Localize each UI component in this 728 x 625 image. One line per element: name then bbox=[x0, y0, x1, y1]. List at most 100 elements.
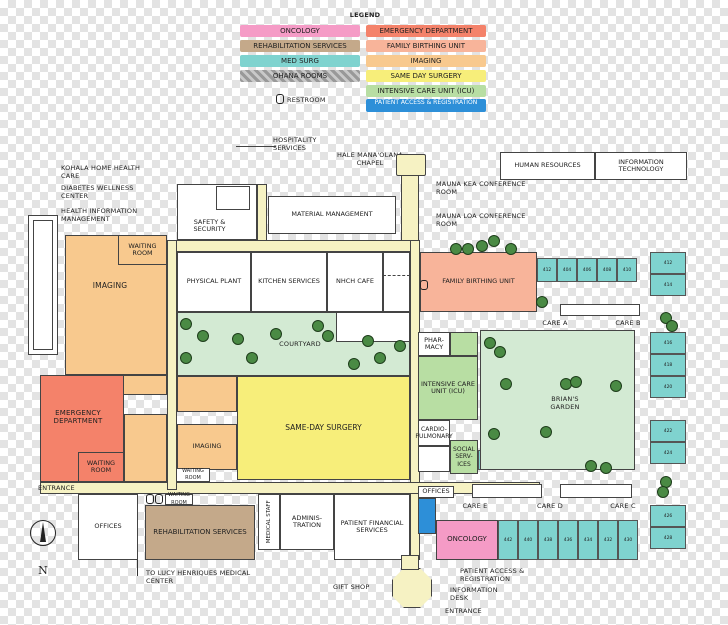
imaging-center: IMAGING bbox=[177, 424, 237, 470]
emergency-annex bbox=[124, 414, 167, 482]
diabetes-label: DIABETES WELLNESS CENTER bbox=[61, 184, 134, 200]
room: 420 bbox=[650, 376, 686, 398]
emergency-label: EMERGENCY DEPARTMENT bbox=[53, 409, 103, 425]
intensive-care-unit: INTENSIVE CARE UNIT (ICU) bbox=[418, 356, 478, 420]
room: 440 bbox=[518, 520, 538, 560]
legend-item: PATIENT ACCESS & REGISTRATION bbox=[366, 99, 486, 112]
room: 416 bbox=[650, 332, 686, 354]
tree-icon bbox=[476, 240, 488, 252]
icu-annex bbox=[450, 332, 478, 356]
entrance-south: ENTRANCE bbox=[445, 607, 482, 615]
tree-icon bbox=[500, 378, 512, 390]
care-d-station bbox=[560, 484, 632, 498]
restroom-icon bbox=[276, 94, 284, 104]
chapel bbox=[396, 154, 426, 176]
care-d: CARE D bbox=[537, 502, 563, 510]
legend-item: SAME DAY SURGERY bbox=[366, 70, 486, 82]
kohala-label: KOHALA HOME HEALTH CARE bbox=[61, 164, 141, 180]
room: 406 bbox=[577, 258, 597, 282]
entrance-west: ENTRANCE bbox=[38, 484, 75, 492]
tree-icon bbox=[180, 352, 192, 364]
hospitality-label: HOSPITALITY SERVICES bbox=[273, 136, 317, 152]
waiting-room-emergency: WAITING ROOM bbox=[78, 452, 124, 482]
room: 404 bbox=[557, 258, 577, 282]
conference-divider bbox=[383, 275, 410, 276]
cardio-annex bbox=[418, 446, 450, 472]
room: 434 bbox=[578, 520, 598, 560]
corridor-top bbox=[257, 184, 267, 246]
tree-icon bbox=[246, 352, 258, 364]
tree-icon bbox=[536, 296, 548, 308]
hospitality-room bbox=[216, 186, 250, 210]
imaging-west-lower bbox=[118, 375, 167, 395]
human-resources: HUMAN RESOURCES bbox=[500, 152, 595, 180]
patient-access-registration bbox=[418, 498, 436, 534]
tree-icon bbox=[570, 376, 582, 388]
room: 438 bbox=[538, 520, 558, 560]
restroom-label: RESTROOM bbox=[287, 96, 326, 104]
lobby-corridor bbox=[401, 555, 419, 570]
legend-item: ONCOLOGY bbox=[240, 25, 360, 37]
pharmacy: PHAR- MACY bbox=[418, 332, 450, 356]
tree-icon bbox=[312, 320, 324, 332]
medical-staff-label: MEDICAL STAFF bbox=[265, 500, 272, 544]
cardio-pulmonary: CARDIO- PULMONARY bbox=[415, 420, 453, 446]
legend-item: REHABILITATION SERVICES bbox=[240, 40, 360, 52]
legend-item: INTENSIVE CARE UNIT (ICU) bbox=[366, 85, 486, 97]
health-info-label: HEALTH INFORMATION MANAGEMENT bbox=[61, 207, 138, 223]
social-services: SOCIAL SERV- ICES bbox=[450, 440, 478, 474]
tree-icon bbox=[180, 318, 192, 330]
legend-title: LEGEND bbox=[349, 11, 381, 19]
hospitality-leader bbox=[236, 146, 276, 147]
tree-icon bbox=[600, 462, 612, 474]
main-corridor-south bbox=[40, 482, 540, 494]
safety-security: SAFETY & SECURITY bbox=[193, 217, 226, 233]
oncology: ONCOLOGY bbox=[436, 520, 498, 560]
tree-icon bbox=[488, 235, 500, 247]
patient-financial-services: PATIENT FINANCIAL SERVICES bbox=[334, 494, 410, 560]
information-technology: INFORMATION TECHNOLOGY bbox=[595, 152, 687, 180]
same-day-surgery: SAME-DAY SURGERY bbox=[237, 376, 410, 480]
administration: ADMINIS- TRATION bbox=[280, 494, 334, 550]
chapel-label: HALE MANA'OLANA CHAPEL bbox=[337, 151, 403, 167]
tree-icon bbox=[394, 340, 406, 352]
medical-staff: MEDICAL STAFF bbox=[258, 494, 280, 550]
care-e-station bbox=[472, 484, 542, 498]
tree-icon bbox=[374, 352, 386, 364]
compass-icon bbox=[30, 520, 56, 546]
care-c: CARE C bbox=[610, 502, 636, 510]
imaging-center-top bbox=[177, 376, 237, 412]
room: 430 bbox=[618, 520, 638, 560]
compass-needle-icon bbox=[40, 522, 46, 542]
tree-icon bbox=[232, 333, 244, 345]
tree-icon bbox=[585, 460, 597, 472]
kitchen-services: KITCHEN SERVICES bbox=[251, 252, 327, 312]
care-a: CARE A bbox=[542, 319, 568, 327]
brians-garden-label: BRIAN'S GARDEN bbox=[550, 395, 580, 411]
restroom-icon-fbu bbox=[420, 280, 428, 290]
entrance-lobby bbox=[392, 568, 432, 608]
tree-icon bbox=[494, 346, 506, 358]
physical-plant: PHYSICAL PLANT bbox=[177, 252, 251, 312]
waiting-room-imaging: WAITING ROOM bbox=[118, 235, 167, 265]
compass-n: N bbox=[38, 564, 48, 577]
imaging-west-label: IMAGING bbox=[92, 281, 128, 290]
care-a-station bbox=[560, 304, 640, 316]
information-desk: INFORMATION DESK bbox=[450, 586, 498, 602]
tree-icon bbox=[450, 243, 462, 255]
tree-icon bbox=[197, 330, 209, 342]
room: 410 bbox=[617, 258, 637, 282]
room: 422 bbox=[650, 420, 686, 442]
room: 408 bbox=[597, 258, 617, 282]
room: 442 bbox=[498, 520, 518, 560]
to-lucy-henriques: TO LUCY HENRIQUES MEDICAL CENTER bbox=[146, 569, 251, 585]
room: 418 bbox=[650, 354, 686, 376]
care-b: CARE B bbox=[615, 319, 641, 327]
courtyard-label: COURTYARD bbox=[279, 340, 321, 348]
legend-item: EMERGENCY DEPARTMENT bbox=[366, 25, 486, 37]
mauna-loa-label: MAUNA LOA CONFERENCE ROOM bbox=[436, 212, 526, 228]
offices-west: OFFICES bbox=[78, 494, 138, 560]
nhch-cafe: NHCH CAFE bbox=[327, 252, 383, 312]
offices-east: OFFICES bbox=[418, 486, 454, 498]
tree-icon bbox=[462, 243, 474, 255]
